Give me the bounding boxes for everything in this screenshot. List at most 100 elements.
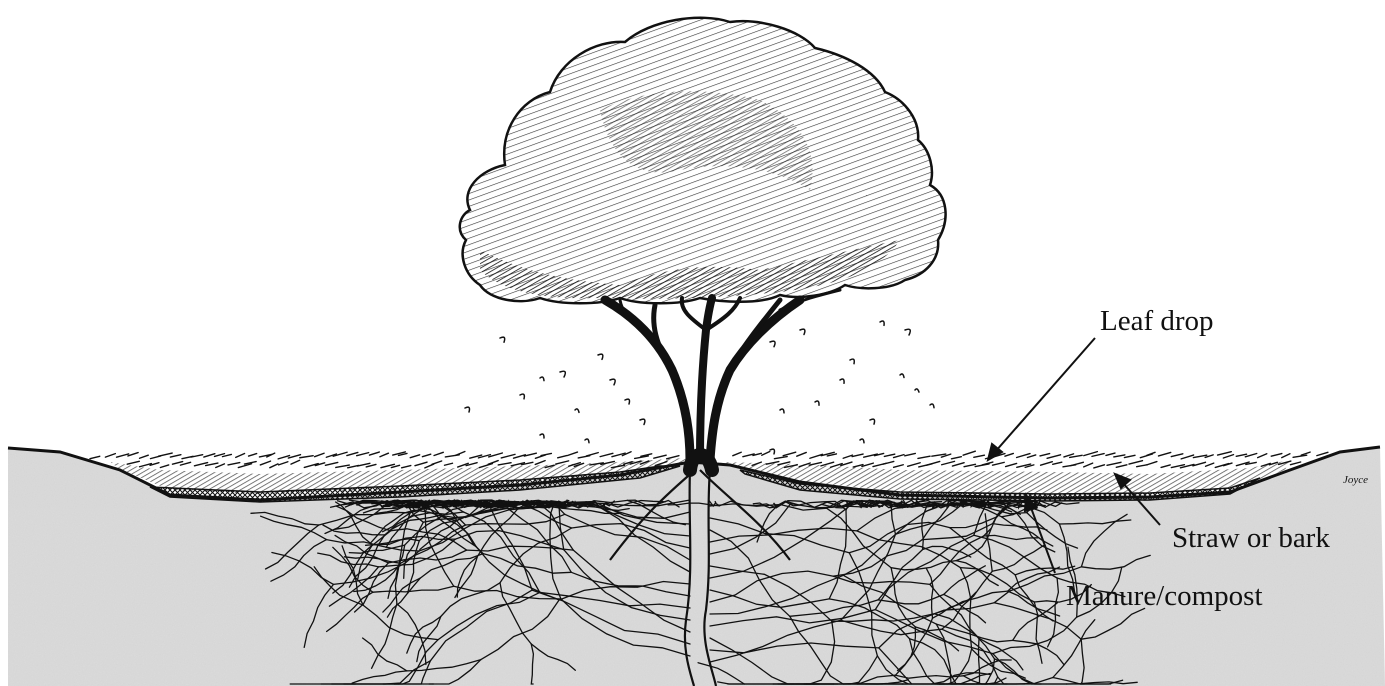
leaf-dash (918, 456, 930, 458)
falling-leaf (640, 419, 645, 424)
manure-compost-label: Manure/compost (1066, 580, 1263, 612)
leaf-dash (587, 453, 599, 456)
leaf-dash (1107, 462, 1121, 465)
leaf-dash (1047, 455, 1060, 459)
leaf-dash (434, 452, 443, 455)
leaf-dash (366, 464, 376, 466)
leaf-dash (206, 463, 218, 466)
falling-leaf (575, 409, 579, 412)
leaf-dash (117, 454, 129, 457)
leaf-dash (568, 452, 578, 455)
leaf-dash (410, 455, 419, 458)
leaf-dash (927, 461, 940, 465)
falling-leaf (770, 449, 774, 454)
leaf-dash (1106, 453, 1115, 455)
leaf-drop-arrow (988, 338, 1095, 460)
falling-leaf (770, 341, 775, 347)
leaf-dash (455, 452, 464, 456)
falling-leaf (560, 371, 565, 377)
leaf-dash (128, 453, 138, 456)
leaf-dash (1137, 465, 1148, 467)
leaf-dash (654, 455, 666, 458)
leaf-dash (774, 457, 787, 459)
leaf-dash (908, 463, 921, 467)
falling-leaf (900, 374, 904, 378)
leaf-dash (762, 452, 770, 456)
straw-or-bark-label: Straw or bark (1172, 522, 1330, 554)
falling-leaf (540, 434, 544, 438)
leaf-dash (380, 453, 388, 457)
leaf-dash (1193, 462, 1206, 465)
leaf-dash (105, 454, 115, 458)
leaf-dash (843, 455, 852, 458)
leaf-dash (1317, 452, 1328, 455)
falling-leaf (500, 337, 505, 342)
leaf-dash (1271, 454, 1282, 457)
falling-leaf (465, 407, 470, 412)
leaf-dash (974, 455, 985, 457)
leaf-dash (1005, 453, 1013, 456)
leaf-dash (222, 454, 231, 456)
falling-leaf (540, 377, 544, 381)
leaf-dash (180, 462, 190, 465)
leaf-dash (993, 462, 1005, 465)
leaf-dash (1124, 455, 1135, 457)
leaf-dash (172, 462, 182, 465)
leaf-dash (444, 463, 452, 465)
leaf-dash (432, 461, 442, 464)
falling-leaf (585, 439, 589, 443)
leaf-dash (783, 452, 796, 456)
leaf-dash (498, 463, 511, 465)
leaf-dash (415, 462, 427, 466)
falling-leaf (870, 419, 875, 424)
leaf-dash (204, 454, 215, 457)
leaf-dash (667, 456, 679, 459)
leaf-dash (942, 461, 955, 464)
leaf-dash (170, 455, 181, 457)
leaf-dash (1181, 455, 1193, 459)
leaf-dash (1070, 455, 1082, 457)
falling-leaf (625, 399, 630, 404)
leaf-dash (883, 461, 894, 464)
leaf-dash (1114, 455, 1125, 457)
falling-leaf (850, 359, 854, 364)
leaf-dash (1171, 454, 1183, 457)
leaf-dash (370, 452, 380, 455)
leaf-dash (733, 452, 741, 455)
falling-leaf (860, 439, 864, 443)
falling-leaf (930, 404, 934, 408)
leaf-dash (810, 454, 823, 458)
tree-crown (460, 18, 946, 304)
falling-leaf (915, 389, 919, 392)
leaf-dash (1006, 463, 1017, 466)
leaf-dash (90, 456, 100, 458)
leaf-dash (952, 463, 964, 466)
leaf-dash (228, 463, 240, 465)
falling-leaf (780, 409, 784, 413)
falling-leaf (800, 329, 805, 334)
leaf-dash (260, 461, 270, 465)
leaf-dash (964, 464, 975, 466)
leaf-dash (422, 454, 430, 456)
leaf-dash (852, 454, 863, 456)
leaf-dash (279, 462, 288, 465)
leaf-dash (1092, 454, 1104, 457)
leaf-dash (513, 455, 525, 458)
leaf-dash (488, 461, 498, 465)
leaf-dash (300, 456, 313, 458)
leaf-dash (249, 454, 257, 456)
leaf-dash (1290, 462, 1300, 465)
leaf-dash (236, 454, 245, 458)
falling-leaf (598, 354, 603, 359)
leaf-dash (1027, 455, 1035, 458)
leaf-dash (1218, 452, 1232, 455)
leaf-dash (1147, 462, 1157, 465)
leaf-dash (347, 452, 358, 455)
leaf-dash (1116, 465, 1127, 467)
leaf-dash (391, 465, 399, 467)
leaf-drop-label: Leaf drop (1100, 305, 1214, 337)
leaf-dash (541, 453, 551, 455)
leaf-dash (1129, 461, 1142, 464)
leaf-dash (821, 462, 834, 466)
